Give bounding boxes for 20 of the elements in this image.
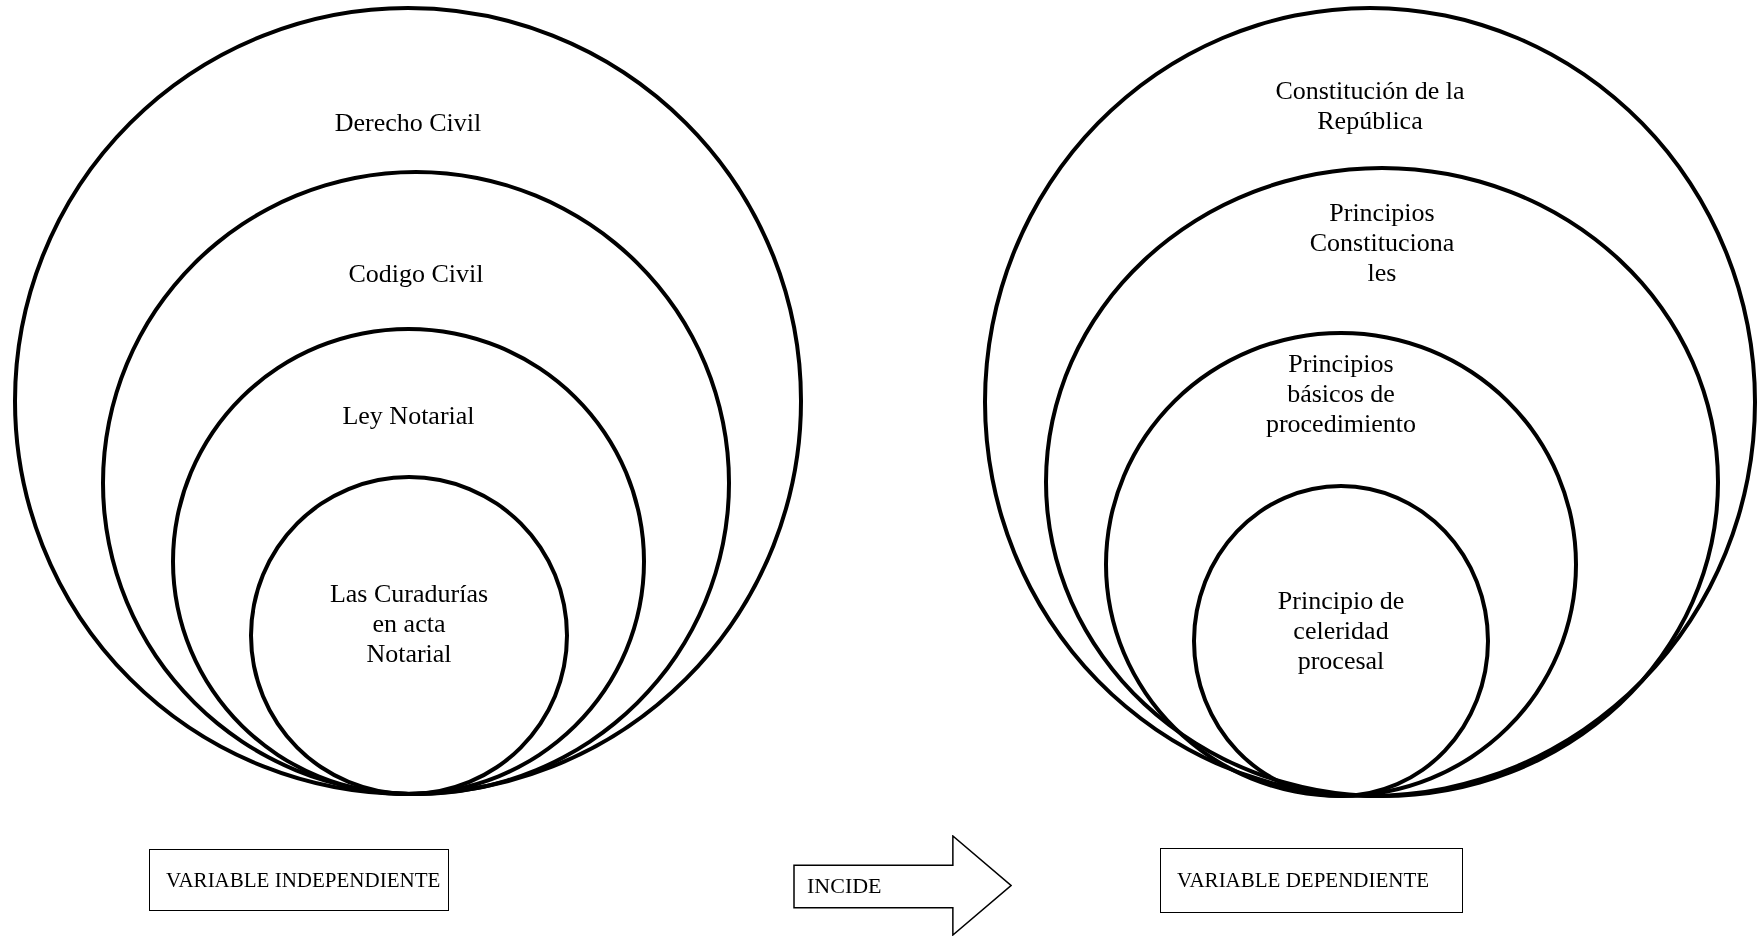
circle — [983, 6, 1757, 798]
circle-label: Codigo Civil — [347, 259, 485, 289]
arrow-label: INCIDE — [807, 872, 882, 899]
circle — [13, 6, 803, 796]
circle-label: Constitución de la República — [1275, 76, 1465, 136]
variable-box: VARIABLE DEPENDIENTE — [1160, 848, 1463, 913]
circle — [101, 170, 731, 796]
variable-box: VARIABLE INDEPENDIENTE — [149, 849, 449, 911]
circle — [1192, 484, 1490, 798]
circle-label: Principios Constituciona les — [1308, 198, 1456, 288]
circle-label: Principio de celeridad procesal — [1276, 586, 1406, 676]
circle-label: Las Curadurías en acta Notarial — [329, 579, 489, 669]
circle-label: Derecho Civil — [333, 108, 483, 138]
circle — [1104, 331, 1578, 798]
circle — [249, 475, 569, 796]
circle — [171, 327, 646, 796]
circle-label: Ley Notarial — [341, 401, 476, 431]
block-arrow — [793, 835, 1012, 936]
circle-label: Principios básicos de procedimiento — [1264, 349, 1418, 439]
circle — [1044, 166, 1720, 798]
